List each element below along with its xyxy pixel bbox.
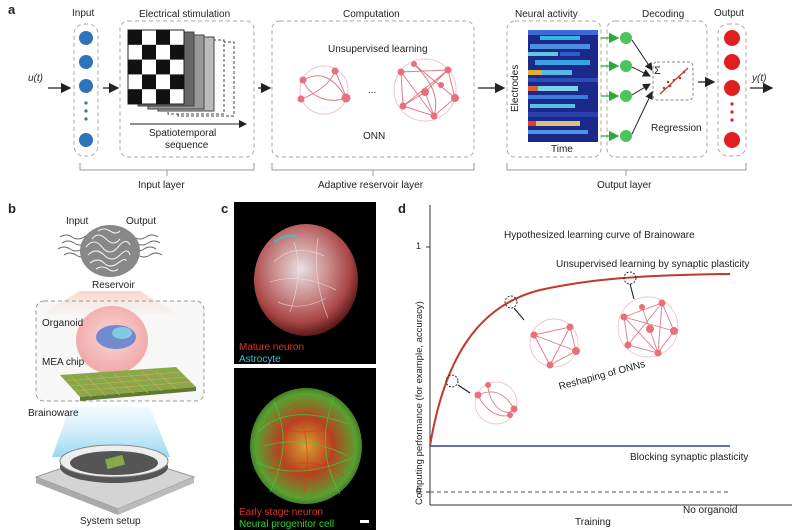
reservoir-label: Reservoir xyxy=(92,280,135,291)
panel-b-letter: b xyxy=(8,201,16,216)
readout-node xyxy=(620,60,632,72)
output-node xyxy=(724,30,740,46)
blocking-label: Blocking synaptic plasticity xyxy=(630,452,749,463)
no-organoid-label: No organoid xyxy=(683,505,738,516)
readout-node xyxy=(620,32,632,44)
mea-chip-graphic xyxy=(60,367,196,401)
organoid-label: Organoid xyxy=(42,318,84,329)
activity-heatmap xyxy=(528,30,598,142)
readout-node xyxy=(620,90,632,102)
computation-title: Computation xyxy=(343,9,400,20)
mea-label: MEA chip xyxy=(42,357,85,368)
panel-d-title: Hypothesized learning curve of Brainowar… xyxy=(504,230,695,241)
system-setup-label: System setup xyxy=(80,516,141,527)
tick-1: 1 xyxy=(416,241,422,251)
input-node xyxy=(79,55,93,69)
reservoir-graphic xyxy=(80,225,140,277)
input-title: Input xyxy=(72,8,95,19)
mature-neuron-label: Mature neuron xyxy=(239,342,305,353)
checkerboard-stack xyxy=(127,29,235,117)
input-layer-label: Input layer xyxy=(138,180,185,191)
unsupervised-curve xyxy=(429,273,731,447)
output-signal-label: y(t) xyxy=(752,73,767,84)
input-node xyxy=(79,31,93,45)
input-layer-box xyxy=(73,23,99,157)
brainoware-label: Brainoware xyxy=(28,408,79,419)
panel-c-letter: c xyxy=(221,201,229,216)
stimulation-box xyxy=(119,20,255,158)
reservoir-layer-brace xyxy=(271,163,475,176)
regression-label: Regression xyxy=(651,123,702,134)
panel-b-illustration xyxy=(34,225,205,515)
unsupervised-label: Unsupervised learning by synaptic plasti… xyxy=(556,259,750,270)
output-node xyxy=(724,80,740,96)
tick-0: 0 xyxy=(416,486,422,496)
computation-subtitle: Unsupervised learning xyxy=(328,44,428,55)
panel-a-diagram xyxy=(48,20,774,176)
early-neuron-label: Early stage neuron xyxy=(239,507,323,518)
sigma-symbol: Σ xyxy=(654,65,661,77)
readout-node xyxy=(620,130,632,142)
progenitor-label: Neural progenitor cell xyxy=(239,519,335,530)
activity-title: Neural activity xyxy=(515,9,578,20)
stimulation-caption-2: sequence xyxy=(165,140,209,151)
onn-small xyxy=(299,65,349,115)
scale-bar xyxy=(360,520,369,523)
time-label: Time xyxy=(551,144,573,155)
panel-c-micrographs xyxy=(234,202,376,530)
panel-b-output-label: Output xyxy=(126,216,157,227)
onn-ellipsis: ... xyxy=(368,85,377,96)
system-setup-graphic xyxy=(34,444,196,515)
output-layer-brace xyxy=(506,163,747,176)
panel-b-input-label: Input xyxy=(66,216,89,227)
electrodes-label: Electrodes xyxy=(510,64,521,112)
reservoir-layer-label: Adaptive reservoir layer xyxy=(318,180,424,191)
panel-a-letter: a xyxy=(8,2,16,17)
neural-activity-box xyxy=(506,20,602,158)
input-layer-brace xyxy=(79,163,255,176)
input-node xyxy=(79,79,93,93)
output-layer-label: Output layer xyxy=(597,180,652,191)
astrocyte-label: Astrocyte xyxy=(239,354,281,365)
output-title: Output xyxy=(714,8,745,19)
onn-large xyxy=(393,58,457,122)
output-node xyxy=(724,132,740,148)
output-node xyxy=(724,54,740,70)
computation-box xyxy=(271,20,475,158)
decoding-title: Decoding xyxy=(642,9,685,20)
decoding-group-box xyxy=(606,20,708,158)
output-column-box xyxy=(717,23,747,157)
stimulation-title: Electrical stimulation xyxy=(139,9,231,20)
panel-d-letter: d xyxy=(398,201,406,216)
input-signal-label: u(t) xyxy=(28,73,43,84)
x-axis-label: Training xyxy=(575,517,611,528)
stimulation-caption-1: Spatiotemporal xyxy=(149,128,217,139)
y-axis-label: Computing performance (for example, accu… xyxy=(414,301,425,505)
onn-label: ONN xyxy=(363,131,386,142)
input-node xyxy=(79,133,93,147)
panel-d-chart xyxy=(426,205,792,506)
